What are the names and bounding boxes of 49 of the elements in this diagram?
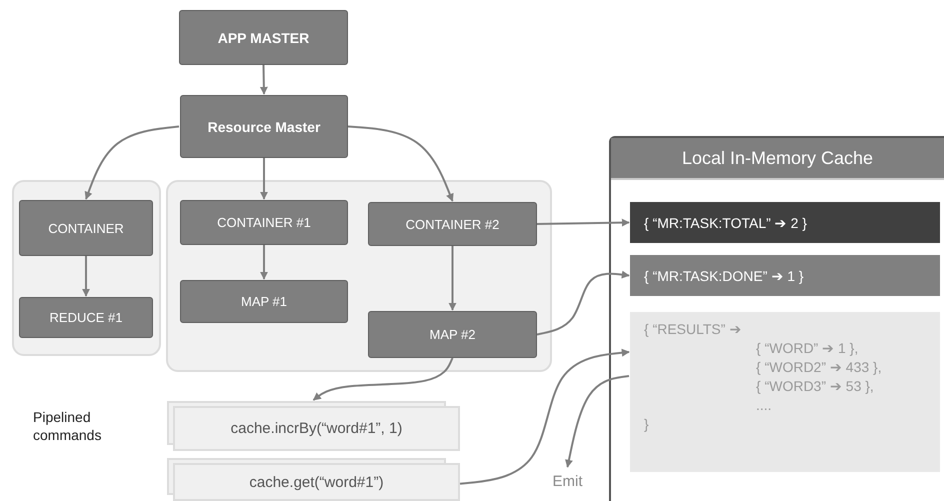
arrow [260,158,268,200]
process-box [180,95,348,158]
box-label: CONTAINER [48,220,124,236]
emit-label: Emit [552,472,582,490]
process-box [19,200,153,256]
result-text: { “WORD3” ➔ 53 }, [756,378,874,394]
arrow [312,358,454,401]
process-box [368,311,537,358]
result-text: .... [756,397,772,413]
box-label: CONTAINER #2 [406,216,500,232]
arrow [448,246,456,311]
code-text: cache.incrBy(“word#1”, 1) [230,420,402,437]
cache-panel [609,136,944,501]
group-panel [12,180,161,356]
box-label: MAP #2 [429,327,476,342]
code-text: cache.get(“word#1”) [249,474,384,490]
results-block [630,312,940,472]
arrow [82,256,90,297]
box-label: CONTAINER #1 [217,215,311,230]
arrow [348,126,454,202]
result-text: { “RESULTS” ➔ [644,321,742,337]
arrow [536,270,630,336]
process-box [180,280,348,323]
arrow [260,245,268,280]
key-value-bar [630,255,940,296]
box-label: APP MASTER [218,30,310,46]
result-text: } [644,416,649,432]
result-text: { “WORD” ➔ 1 }, [756,340,858,356]
box-label: MAP #1 [240,294,287,309]
arrow [84,126,180,200]
process-box [19,297,153,338]
box-label: Resource Master [208,118,320,134]
process-box [179,10,348,65]
result-text: { “WORD2” ➔ 433 }, [756,359,882,375]
arrow [260,64,268,95]
arrow [565,375,630,468]
box-label: { “MR:TASK:DONE” ➔ 1 } [644,268,804,284]
panel-header: Local In-Memory Cache [611,138,944,180]
box-label: REDUCE #1 [50,310,122,325]
box-label: { “MR:TASK:TOTAL” ➔ 2 } [644,214,807,230]
group-panel [166,180,552,372]
arrow [460,348,630,485]
process-box [368,202,537,246]
process-box [180,200,348,245]
command-card [167,458,460,501]
command-card [167,401,460,451]
arrow [536,218,630,227]
note-text: Pipelined commands [33,408,102,444]
key-value-bar [630,202,940,243]
